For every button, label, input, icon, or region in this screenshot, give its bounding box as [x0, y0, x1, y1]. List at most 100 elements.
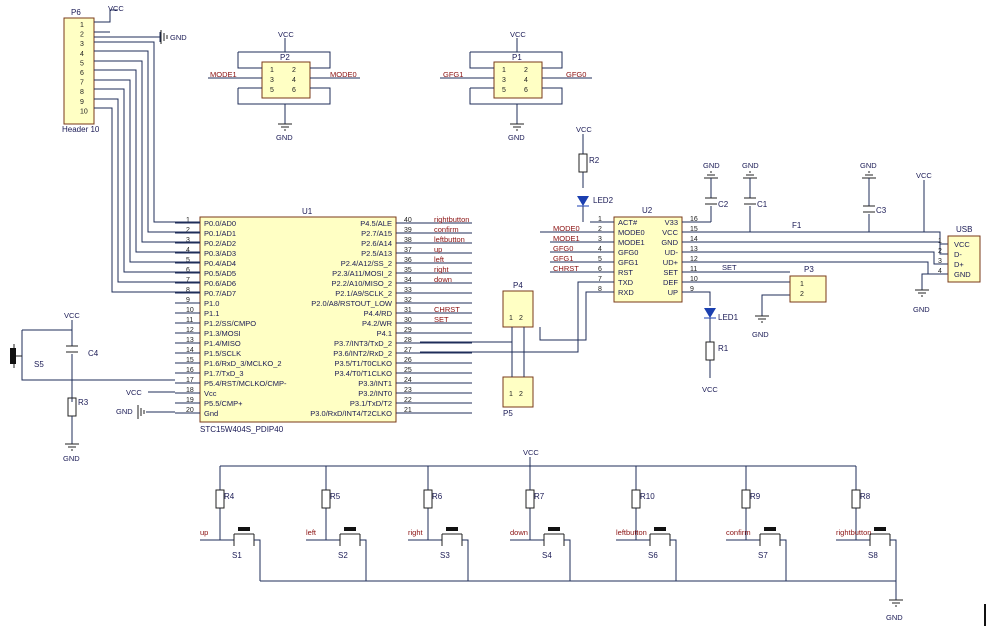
u1-left-pin-name: P1.3/MOSI	[204, 329, 241, 338]
u1-left-pin-num: 6	[186, 267, 190, 274]
tactile-switch	[654, 527, 666, 531]
u1-left-pin-name: P1.1	[204, 309, 219, 318]
usb-pin-num: 4	[938, 268, 942, 275]
reset-circuit: VCC C4 S5 R3 GND	[10, 311, 175, 463]
u2-right-pin-name: SET	[663, 268, 678, 277]
switch-ground-wire	[670, 539, 677, 581]
switch-wire	[529, 466, 544, 541]
switch-contacts	[339, 529, 361, 546]
p5-pin-num: 2	[519, 391, 523, 398]
u1-right-pin-num: 31	[404, 307, 412, 314]
led2-ref: LED2	[593, 196, 614, 205]
p1-pin-num: 5	[502, 87, 506, 94]
tactile-switch	[874, 527, 886, 531]
header-pin-num: 7	[80, 80, 84, 87]
u1-left-pin-name: P0.2/AD2	[204, 239, 236, 248]
p2-ref: P2	[280, 53, 290, 62]
u1-left-pin-num: 4	[186, 247, 190, 254]
header-pin-num: 10	[80, 108, 88, 115]
u1-right-pin-num: 35	[404, 267, 412, 274]
switch-ground-wire	[360, 539, 367, 581]
s5-ref: S5	[34, 360, 44, 369]
u2-left-pin-num: 5	[598, 256, 602, 263]
r1-ref: R1	[718, 344, 729, 353]
header-pin-num: 4	[80, 51, 84, 58]
u1-left-pin-num: 15	[186, 357, 194, 364]
u2-left-pin-name: GFG0	[618, 248, 638, 257]
r1-body	[705, 341, 715, 361]
tactile-switch	[446, 527, 458, 531]
u2-net-label: MODE1	[553, 234, 580, 243]
switch-ground-wire	[462, 539, 469, 581]
c2-ref: C2	[718, 200, 729, 209]
u2-left-pin-name: MODE0	[618, 228, 645, 237]
resistor-ref: R7	[534, 492, 545, 501]
c4-ref: C4	[88, 349, 99, 358]
u1-left-pin-num: 19	[186, 397, 194, 404]
led2-symbol	[577, 196, 589, 206]
u1-right-pin-num: 39	[404, 227, 412, 234]
u2-left-pin-name: RST	[618, 268, 633, 277]
u1-left-pin-name: P1.6/RxD_3/MCLKO_2	[204, 359, 282, 368]
header-vcc-label: VCC	[108, 4, 124, 13]
u2-net-label: MODE0	[553, 224, 580, 233]
u2-left-pin-num: 8	[598, 286, 602, 293]
usb-vcc-label: VCC	[916, 171, 932, 180]
p1-vcc-label: VCC	[510, 30, 526, 39]
u1-right-pin-name: P2.4/A12/SS_2	[341, 259, 392, 268]
pullup-resistor	[423, 489, 433, 509]
switch-wire	[427, 466, 442, 541]
u2-right-pin-name: V33	[665, 218, 678, 227]
p2-pin-num: 4	[292, 77, 296, 84]
switch-contacts	[649, 529, 671, 546]
switch-bank: VCC GND R4upS1R5leftS2R6rightS3R7downS4R…	[200, 448, 903, 622]
usb-ref: USB	[956, 225, 972, 234]
switch-ground-wire	[780, 539, 787, 581]
p2-left-net: MODE1	[210, 70, 237, 79]
u2-left-pin-name: MODE1	[618, 238, 645, 247]
switch-ground-wire	[564, 539, 571, 581]
u1-net-label: left	[434, 255, 445, 264]
u1-left-pin-name: P5.4/RST/MCLKO/CMP-	[204, 379, 287, 388]
p3-pin-num: 2	[800, 291, 804, 298]
resistor-ref: R8	[860, 492, 871, 501]
p2-gnd-label: GND	[276, 133, 293, 142]
p2-right-net: MODE0	[330, 70, 357, 79]
p1-pin-num: 2	[524, 67, 528, 74]
p3-gnd-label: GND	[752, 330, 769, 339]
led1-circuit: LED1 R1 VCC	[682, 291, 739, 394]
p3-ref: P3	[804, 265, 814, 274]
switch-net-label: rightbutton	[836, 528, 871, 537]
u1-left-pin-num: 7	[186, 277, 190, 284]
switch-ground-wire	[254, 539, 261, 581]
switch-wire	[325, 466, 340, 541]
u1-right-pin-name: P3.3/INT1	[358, 379, 392, 388]
connector-p3: P3 12	[789, 265, 827, 303]
u1-right-pin-num: 34	[404, 277, 412, 284]
switch-ref: S2	[338, 551, 348, 560]
pullup-resistor	[215, 489, 225, 509]
u1-right-pin-name: P2.6/A14	[361, 239, 392, 248]
u2-left-pin-num: 7	[598, 276, 602, 283]
u2-right-pin-name: DEF	[663, 278, 678, 287]
u1-left-pin-name: P0.7/AD7	[204, 289, 236, 298]
u1-left-pin-num: 3	[186, 237, 190, 244]
u1-left-pin-num: 14	[186, 347, 194, 354]
c3-gnd-label: GND	[860, 161, 877, 170]
u1-left-pin-name: P1.4/MISO	[204, 339, 241, 348]
p1-pin-num: 6	[524, 87, 528, 94]
u1-right-pin-num: 26	[404, 357, 412, 364]
u1-right-pin-name: P3.6/INT2/RxD_2	[333, 349, 392, 358]
u2-left-pin-num: 1	[598, 216, 602, 223]
r2-ref: R2	[589, 156, 600, 165]
resistor-ref: R5	[330, 492, 341, 501]
u1-left-pin-name: P1.2/SS/CMPO	[204, 319, 256, 328]
u1-right-pin-name: P4.2/WR	[362, 319, 393, 328]
u1-right-pin-num: 37	[404, 247, 412, 254]
